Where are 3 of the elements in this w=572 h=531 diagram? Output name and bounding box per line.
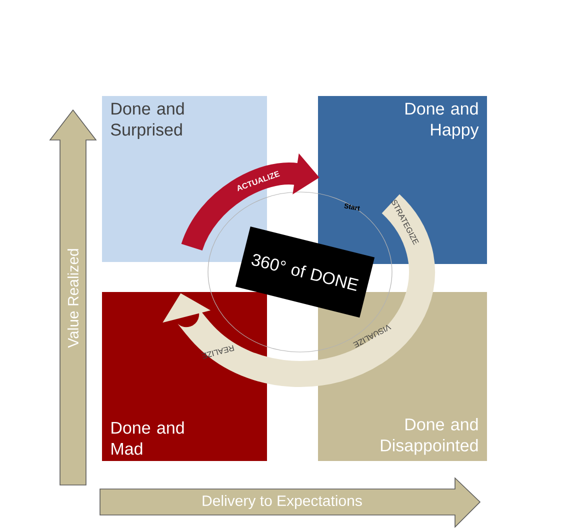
axis-title: Value Realized (68, 249, 78, 348)
axis-title: Delivery to Expectations (202, 495, 362, 509)
center-label: 360° of DONE (235, 226, 375, 318)
